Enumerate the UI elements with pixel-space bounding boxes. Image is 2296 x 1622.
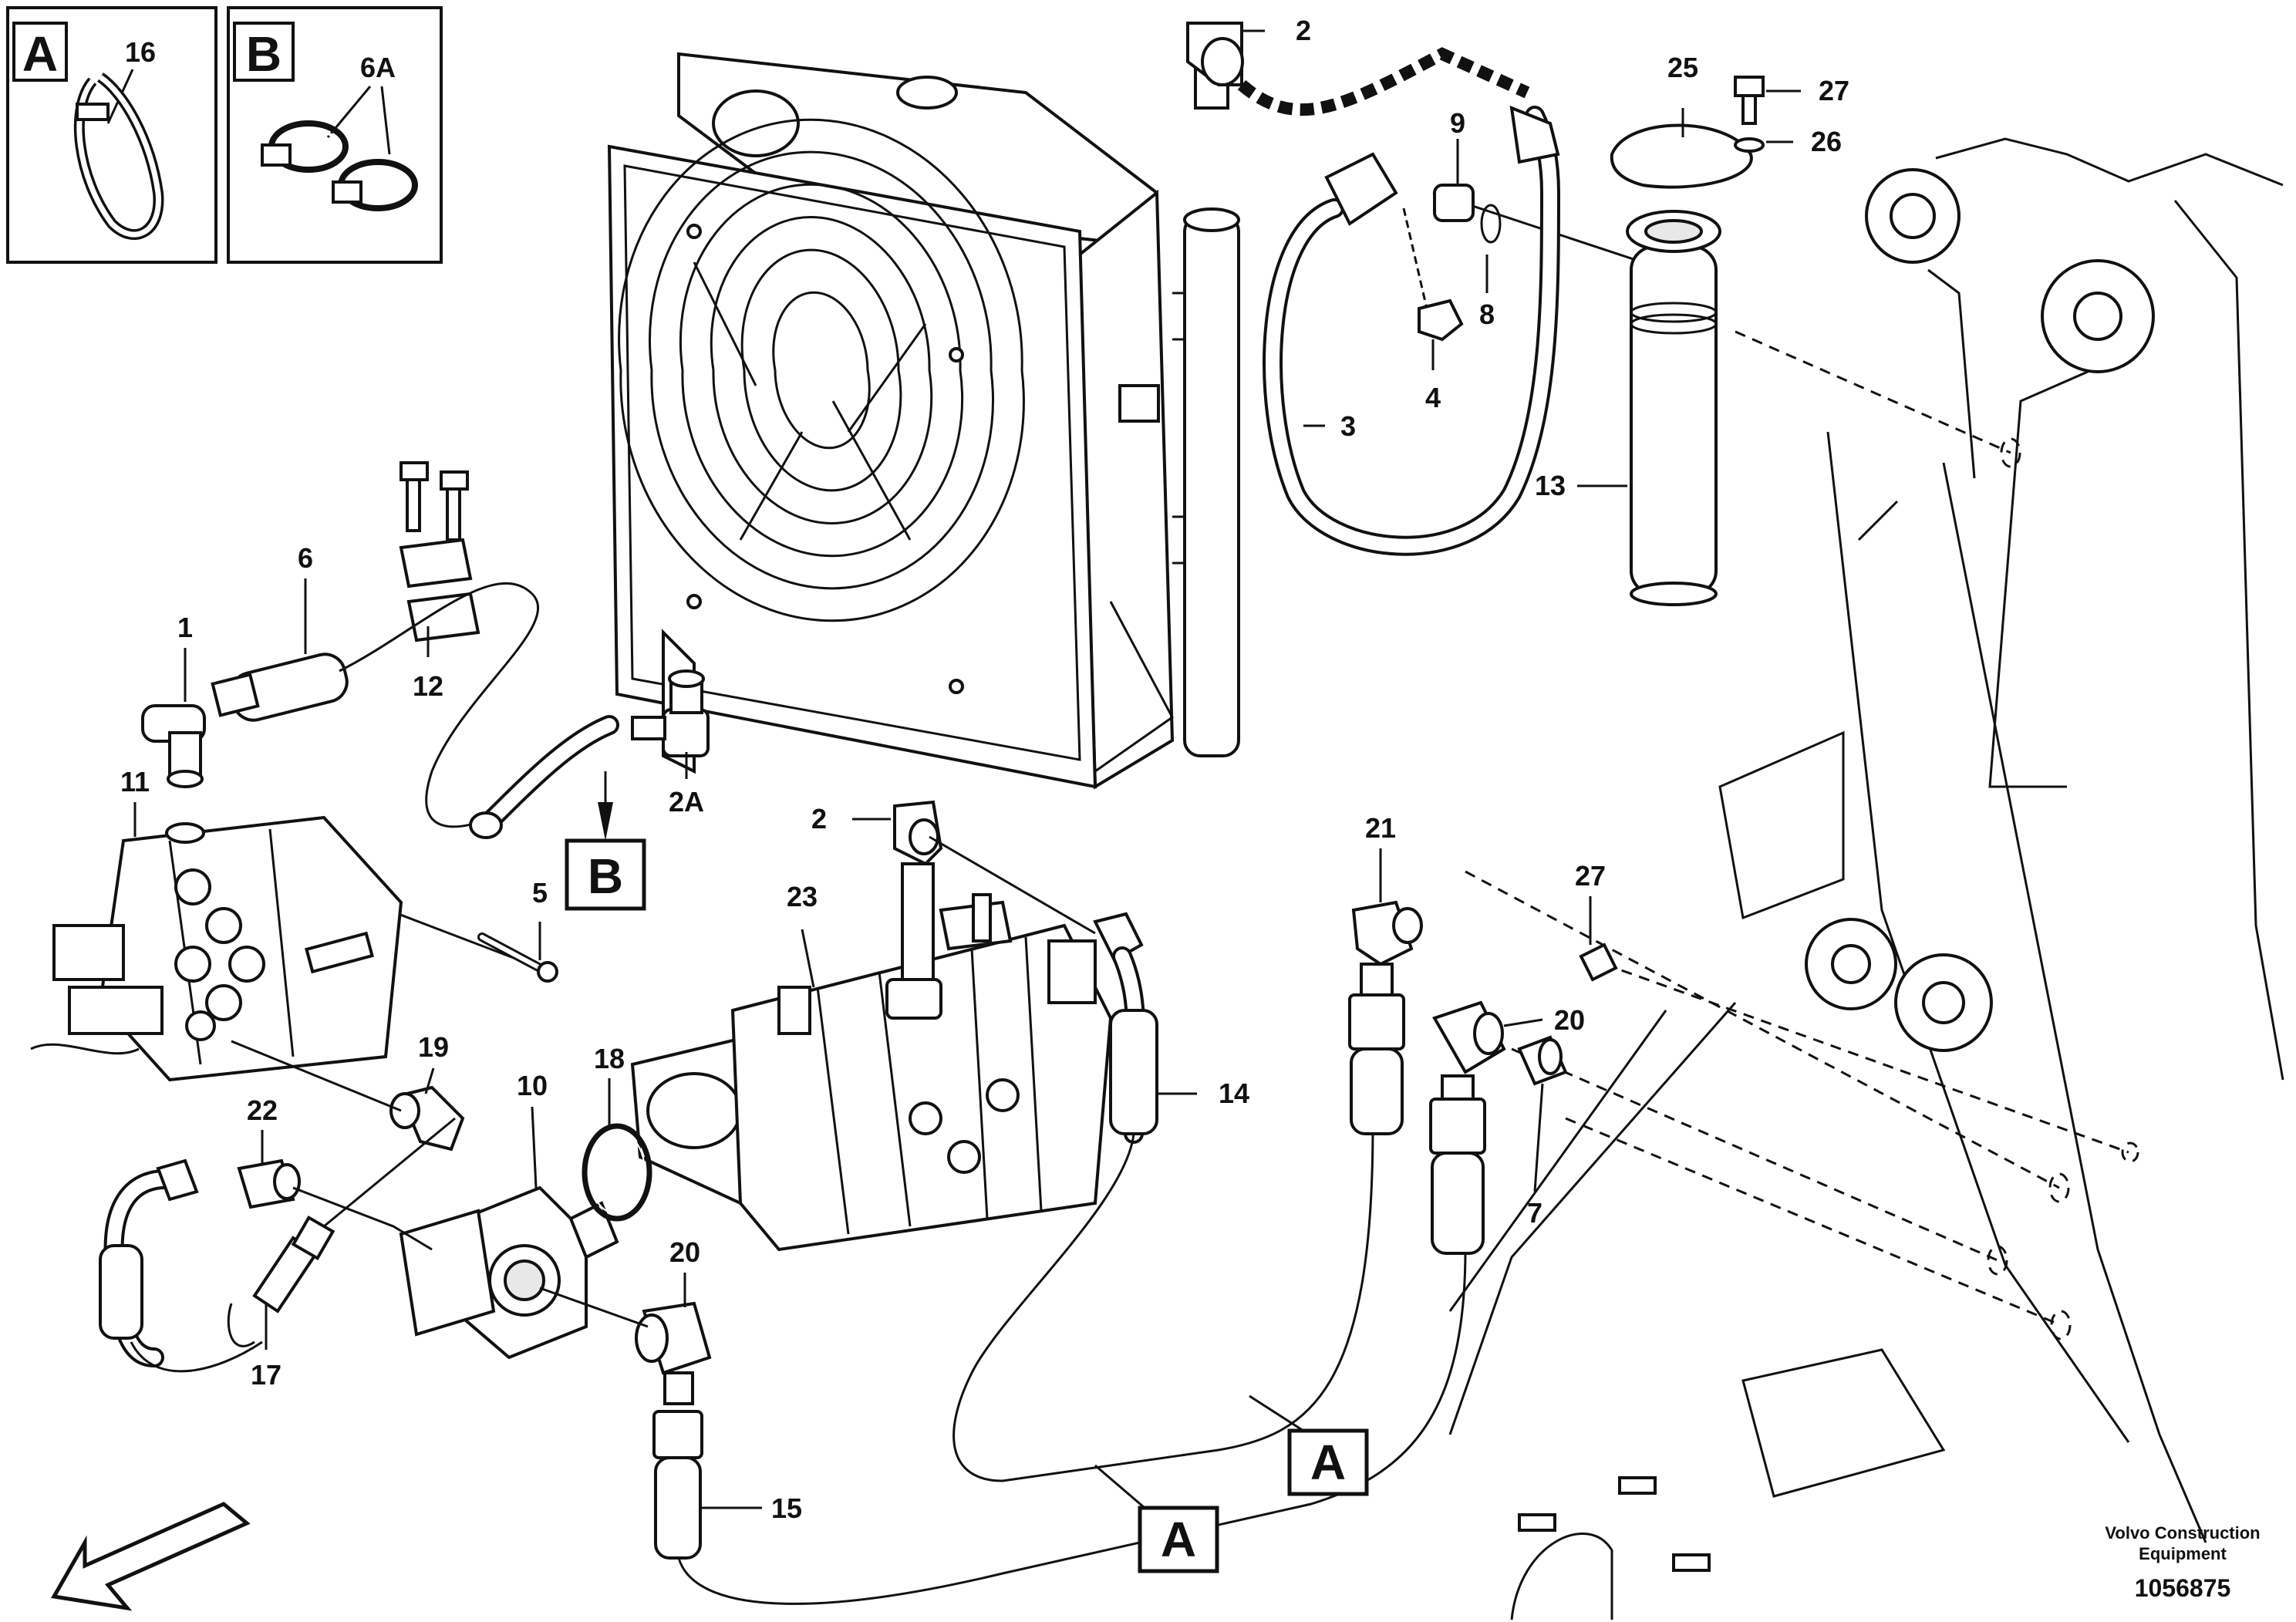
label-5: 5: [532, 877, 548, 909]
label-20-right: 20: [1554, 1004, 1585, 1036]
label-6a: 6A: [360, 52, 396, 83]
view-ref-b-letter: B: [588, 848, 623, 904]
label-18: 18: [594, 1043, 625, 1074]
screw-26: [1734, 76, 1765, 125]
clamp-12: [399, 538, 480, 642]
label-2a: 2A: [669, 786, 704, 818]
hose-3: [1263, 105, 1560, 556]
label-2-middle: 2: [811, 803, 827, 835]
o-ring-18: [582, 1123, 652, 1222]
view-ref-a2-letter: A: [1161, 1512, 1196, 1567]
fitting-2-top: [1186, 22, 1530, 116]
label-23: 23: [787, 881, 818, 912]
tee-fitting-1: [141, 704, 206, 788]
pin-5: [477, 932, 558, 983]
elbow-21: [1348, 900, 1423, 1135]
label-6: 6: [298, 542, 313, 574]
hose-6: [211, 653, 349, 722]
pump-23: [630, 893, 1113, 1252]
inset-b-hose-clamps: B 6A: [227, 6, 443, 264]
label-10: 10: [517, 1070, 548, 1101]
hose-b: [469, 715, 619, 839]
label-7: 7: [1527, 1197, 1542, 1229]
elbow-2a: [631, 669, 710, 757]
cooler-side-pipe: [1183, 60, 1240, 757]
washer-25: [1734, 137, 1765, 153]
elbow-20-lower: [539, 1286, 712, 1405]
left-hose-loop: [99, 1117, 456, 1373]
loader-frame: [1448, 137, 2284, 1620]
hose-14: [929, 835, 1158, 1144]
thin-tube-loop: [339, 582, 539, 828]
view-ref-a2: A: [1094, 1464, 1219, 1573]
label-16: 16: [125, 36, 156, 68]
publisher-credit: Volvo Construction Equipment 1056875: [2105, 1523, 2260, 1602]
label-11: 11: [120, 766, 150, 798]
label-24: 25: [1667, 52, 1698, 83]
inset-a-letter: A: [22, 26, 58, 82]
cover-24: [1610, 123, 1753, 189]
direction-arrow-icon: [51, 1502, 251, 1611]
label-4: 4: [1425, 382, 1441, 413]
gear-pump-10: [399, 1185, 619, 1360]
label-27: 27: [1575, 860, 1606, 892]
control-valve-11: [30, 815, 403, 1082]
label-20-lower: 20: [669, 1236, 700, 1268]
label-1: 1: [177, 612, 193, 643]
label-17: 17: [251, 1359, 282, 1391]
label-26: 27: [1819, 75, 1849, 106]
label-8: 8: [1479, 298, 1495, 330]
inset-a-cable-tie: A 16: [6, 6, 217, 264]
plug-7: [1517, 1035, 1568, 1086]
label-19: 19: [418, 1031, 449, 1063]
filter-13: [1626, 210, 1721, 606]
part-labels: 2 9 8 4 3 13 25 27 26 1 6 12 11 5 2A 2 2…: [120, 15, 1849, 1524]
view-ref-a1: A: [1249, 1394, 1369, 1496]
bolt-set: [1518, 1476, 1711, 1572]
hose-17: [227, 1215, 335, 1347]
view-ref-a1-letter: A: [1310, 1435, 1346, 1490]
label-12: 12: [413, 670, 443, 702]
label-25: 26: [1811, 126, 1842, 157]
label-14: 14: [1219, 1077, 1249, 1109]
label-9: 9: [1450, 107, 1465, 139]
plug-27: [1579, 943, 1618, 982]
label-3: 3: [1340, 410, 1356, 442]
view-ref-b: B: [565, 771, 646, 911]
label-21: 21: [1365, 812, 1396, 844]
oil-cooler-assembly: [607, 52, 1220, 790]
elbow-20-right: [1429, 1000, 1506, 1255]
label-2-top: 2: [1296, 15, 1311, 46]
elbow-22: [237, 1158, 301, 1209]
credit-line-1: Volvo Construction: [2105, 1523, 2260, 1543]
label-22: 22: [247, 1094, 278, 1126]
fitting-2-middle: [893, 800, 943, 981]
leader-lines: [133, 29, 1801, 1509]
credit-line-2: Equipment: [2139, 1544, 2227, 1563]
label-13: 13: [1535, 470, 1566, 501]
bolts-for-clamp: [400, 461, 469, 541]
label-15: 15: [771, 1492, 802, 1524]
inset-b-letter: B: [246, 26, 282, 82]
document-number: 1056875: [2135, 1574, 2231, 1602]
